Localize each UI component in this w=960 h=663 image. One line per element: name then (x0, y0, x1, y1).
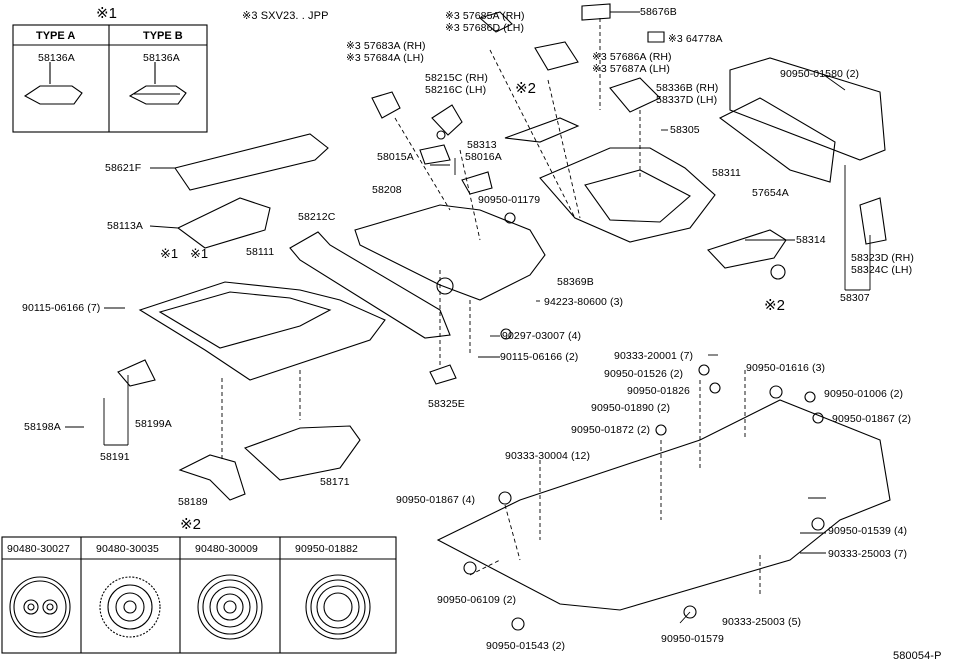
note2-mark: ※2 (180, 516, 201, 533)
part-58208 (354, 204, 546, 301)
part-label-58016A: 58016A (465, 151, 502, 163)
part-label-57687A: ※3 57687A (LH) (592, 63, 670, 75)
note3-header: ※3 SXV23. . JPP (242, 10, 329, 22)
part-label-90950-01867-a: 90950-01867 (2) (832, 413, 912, 425)
part-label-90115-06166-b: 90115-06166 (2) (500, 351, 579, 363)
part-label-64778A: ※3 64778A (668, 33, 723, 45)
part-label-90950-01890: 90950-01890 (2) (591, 402, 671, 414)
part-label-58015A: 58015A (377, 151, 414, 163)
part-label-90333-20001: 90333-20001 (7) (614, 350, 694, 362)
part-label-90950-01539: 90950-01539 (4) (828, 525, 908, 537)
part-label-58199A: 58199A (135, 418, 172, 430)
part-label-58676B: 58676B (640, 6, 677, 18)
type-b-part: 58136A (143, 52, 180, 64)
part-label-90115-06166-a: 90115-06166 (7) (22, 302, 101, 314)
part-label-90333-25003-b: 90333-25003 (5) (722, 616, 802, 628)
part-label-58621F: 58621F (105, 162, 142, 174)
diagram-id: 580054-P (893, 650, 942, 662)
part-label-58212C: 58212C (298, 211, 336, 223)
part-58307 (729, 57, 886, 161)
fastener-cell-4: 90950-01882 (295, 543, 358, 555)
part-label-90950-01579: 90950-01579 (661, 633, 724, 645)
part-label-58337D: 58337D (LH) (656, 94, 718, 106)
part-label-58215C: 58215C (RH) (425, 72, 488, 84)
part-label-57684A: ※3 57684A (LH) (346, 52, 424, 64)
part-label-58111: 58111 (246, 246, 275, 258)
part-58621F (174, 133, 329, 191)
type-box (12, 24, 208, 133)
mark1-b: ※1 (190, 246, 209, 261)
part-label-58191: 58191 (100, 451, 130, 463)
part-label-90333-25003-a: 90333-25003 (7) (828, 548, 908, 560)
part-label-90950-01867-b: 90950-01867 (4) (396, 494, 476, 506)
part-58212C (289, 231, 451, 339)
type-b-header: TYPE B (143, 30, 183, 42)
mark1-a: ※1 (160, 246, 179, 261)
part-58113A (176, 197, 271, 249)
part-label-58189: 58189 (178, 496, 208, 508)
part-label-90950-01616: 90950-01616 (3) (746, 362, 826, 374)
fastener-cell-2: 90480-30035 (96, 543, 159, 555)
part-label-90950-01826: 90950-01826 (627, 385, 690, 397)
part-57654A (718, 97, 836, 183)
part-label-58323D: 58323D (RH) (851, 252, 914, 264)
part-label-58369B: 58369B (557, 276, 594, 288)
part-label-90950-01526: 90950-01526 (2) (604, 368, 684, 380)
part-label-58307: 58307 (840, 292, 870, 304)
lower-floor-pan (436, 399, 891, 611)
part-label-58305: 58305 (670, 124, 700, 136)
part-label-90950-01179: 90950-01179 (478, 194, 541, 206)
part-label-90950-01006: 90950-01006 (2) (824, 388, 904, 400)
type-a-part: 58136A (38, 52, 75, 64)
part-label-90950-01543: 90950-01543 (2) (486, 640, 566, 652)
part-label-90297-03007: 90297-03007 (4) (502, 330, 582, 342)
part-58111 (138, 281, 386, 381)
part-label-57686A: ※3 57686A (RH) (592, 51, 672, 63)
mark2-top: ※2 (515, 80, 536, 97)
part-label-58208: 58208 (372, 184, 402, 196)
note1-mark: ※1 (96, 5, 117, 22)
part-label-58324C: 58324C (LH) (851, 264, 913, 276)
fastener-cell-3: 90480-30009 (195, 543, 258, 555)
part-label-94223-80600: 94223-80600 (3) (544, 296, 624, 308)
type-a-header: TYPE A (36, 30, 76, 42)
part-label-58336B: 58336B (RH) (656, 82, 719, 94)
part-label-58113A: 58113A (107, 220, 144, 232)
part-label-57686D: ※3 57686D (LH) (445, 22, 525, 34)
part-label-58314: 58314 (796, 234, 826, 246)
fastener-cell-1: 90480-30027 (7, 543, 70, 555)
part-label-58325E: 58325E (428, 398, 465, 410)
part-label-57685A: ※3 57685A (RH) (445, 10, 525, 22)
part-label-57683A: ※3 57683A (RH) (346, 40, 426, 52)
part-label-90950-01580: 90950-01580 (2) (780, 68, 860, 80)
part-label-58311: 58311 (712, 167, 741, 179)
part-label-58313: 58313 (467, 139, 497, 151)
fastener-box (1, 536, 397, 654)
part-label-58216C: 58216C (LH) (425, 84, 487, 96)
part-label-90333-30004: 90333-30004 (12) (505, 450, 591, 462)
part-58311 (539, 147, 716, 243)
part-label-58171: 58171 (320, 476, 350, 488)
part-label-58198A: 58198A (24, 421, 61, 433)
part-label-57654A: 57654A (752, 187, 789, 199)
mark2-right: ※2 (764, 297, 785, 314)
part-label-90950-06109: 90950-06109 (2) (437, 594, 517, 606)
part-label-90950-01872: 90950-01872 (2) (571, 424, 651, 436)
